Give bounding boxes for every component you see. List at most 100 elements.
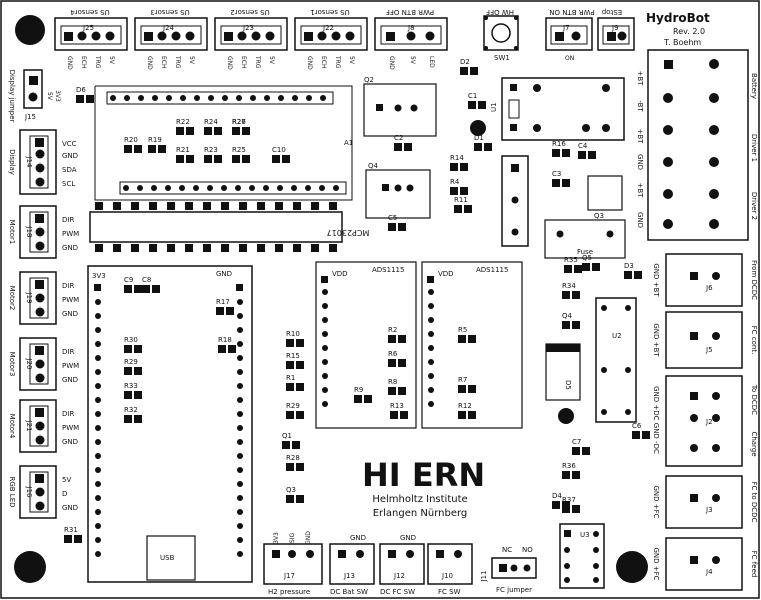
connector-j9: J9 EStop	[597, 8, 635, 51]
pad-r17	[216, 307, 224, 315]
pad-r34-b	[572, 291, 580, 299]
pad-r5	[458, 335, 466, 343]
motor2-connector-j19: Motor2 J19 DIR PWM GND	[8, 271, 79, 325]
svg-text:D5: D5	[564, 380, 572, 390]
fc-jumper-j11: J11 FC jumper NC NO	[480, 546, 537, 594]
pad-r32	[124, 415, 132, 423]
pad-c1-b	[478, 101, 486, 109]
svg-text:5V: 5V	[268, 56, 275, 65]
svg-text:U2: U2	[612, 332, 622, 340]
svg-text:5V: 5V	[62, 476, 71, 484]
ref-r27: R27	[232, 118, 246, 126]
svg-text:5V: 5V	[46, 92, 53, 101]
svg-text:From DCDC: From DCDC	[750, 260, 758, 300]
pad-q4-b	[572, 321, 580, 329]
pad-c4	[578, 151, 586, 159]
pad-r29-b	[134, 367, 142, 375]
mcu-module: USB 3V3 GND	[87, 265, 253, 583]
port-expander-mcp23017: MCP23017	[89, 202, 369, 252]
svg-text:TRG: TRG	[254, 55, 261, 69]
svg-text:ECH: ECH	[320, 56, 327, 69]
svg-text:DIR: DIR	[62, 410, 74, 418]
svg-text:VDD: VDD	[332, 270, 348, 278]
pad-r8	[388, 387, 396, 395]
svg-text:Motor3: Motor3	[8, 352, 16, 377]
svg-text:J24: J24	[162, 24, 175, 32]
svg-text:PWM: PWM	[62, 296, 79, 304]
pad-c2	[394, 143, 402, 151]
usb-label: USB	[160, 554, 175, 562]
svg-text:GND: GND	[306, 56, 313, 70]
svg-text:Q2: Q2	[364, 76, 374, 84]
svg-text:Charge: Charge	[750, 431, 758, 456]
svg-text:+BT: +BT	[636, 183, 644, 199]
ref-q5: Q5	[582, 254, 592, 262]
svg-text:Driver 1: Driver 1	[750, 134, 758, 162]
ref-r4: R4	[450, 178, 460, 186]
svg-text:J5: J5	[705, 346, 713, 354]
pad-r1-b	[296, 383, 304, 391]
ref-r16: R16	[552, 140, 566, 148]
svg-text:J6: J6	[705, 284, 713, 292]
ref-r23: R23	[204, 146, 218, 154]
pad-r8-b	[398, 387, 406, 395]
svg-text:J4: J4	[705, 568, 713, 576]
adc-module-right: VDD ADS1115	[421, 261, 523, 429]
pad-r10	[286, 339, 294, 347]
j25-caption: US sensor4	[70, 8, 110, 16]
rgb-led-connector-j16: RGB LED J16 5V D GND	[8, 465, 78, 519]
svg-text:D: D	[62, 490, 67, 498]
svg-text:3V3: 3V3	[54, 90, 61, 102]
pad-r1	[286, 383, 294, 391]
ref-r14: R14	[450, 154, 464, 162]
ref-d2: D2	[460, 58, 470, 66]
ref-r10: R10	[286, 330, 300, 338]
pad-r6	[388, 359, 396, 367]
pad-c7-b	[582, 447, 590, 455]
svg-text:ADS1115: ADS1115	[372, 266, 404, 274]
ref-r8: R8	[388, 378, 397, 386]
pad-r25-b	[242, 155, 250, 163]
board-revision: Rev. 2.0	[673, 27, 705, 36]
battery-driver-block: +BT -BT +BT GND +BT GND Battery Driver 1…	[636, 49, 758, 241]
svg-text:J16: J16	[25, 486, 33, 499]
svg-text:J7: J7	[562, 24, 570, 32]
ref-r19: R19	[148, 136, 162, 144]
svg-text:GND: GND	[62, 244, 78, 252]
svg-text:VDD: VDD	[438, 270, 454, 278]
svg-text:RGB LED: RGB LED	[8, 476, 16, 507]
svg-text:J17: J17	[283, 572, 295, 580]
pad-r16-b	[562, 149, 570, 157]
svg-text:DC FC SW: DC FC SW	[380, 588, 415, 596]
pad-q1	[282, 441, 290, 449]
pad-r14	[450, 163, 458, 171]
svg-text:Q4: Q4	[368, 162, 379, 170]
regulator-u1: Q2	[363, 76, 437, 137]
svg-text:J2: J2	[705, 418, 713, 426]
ref-r1: R1	[286, 374, 295, 382]
svg-text:FC jumper: FC jumper	[496, 586, 532, 594]
svg-text:GND +BT: GND +BT	[652, 263, 660, 297]
pad-r6-b	[398, 359, 406, 367]
svg-text:J3: J3	[705, 506, 713, 514]
ref-q1: Q1	[282, 432, 292, 440]
ref-r28: R28	[286, 454, 300, 462]
pad-r30-b	[134, 345, 142, 353]
svg-text:TRG: TRG	[94, 55, 101, 69]
ref-r35: R35	[564, 256, 578, 264]
svg-text:SCL: SCL	[62, 180, 75, 188]
pad-r13	[390, 411, 398, 419]
svg-text:Motor1: Motor1	[8, 220, 16, 245]
pad-r23	[204, 155, 212, 163]
svg-text:GND: GND	[305, 531, 312, 545]
pad-r26-b	[242, 127, 250, 135]
ref-c5: C5	[388, 214, 397, 222]
svg-text:U3: U3	[580, 531, 590, 539]
pad-r14-b	[460, 163, 468, 171]
pad-r11	[454, 205, 462, 213]
svg-text:PWM: PWM	[62, 230, 79, 238]
pad-r2	[388, 335, 396, 343]
relay-k1: U1	[490, 77, 625, 141]
pad-r21	[176, 155, 184, 163]
